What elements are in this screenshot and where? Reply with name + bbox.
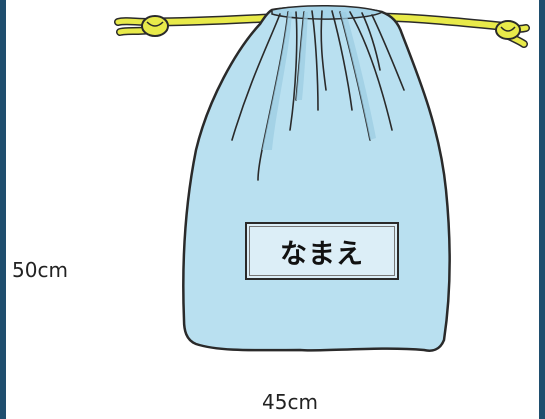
width-dimension-label: 45cm bbox=[262, 390, 318, 414]
name-tag-label: なまえ bbox=[245, 222, 399, 280]
bag-body bbox=[182, 4, 451, 352]
drawstring-cord-left bbox=[114, 13, 273, 37]
right-frame-border bbox=[539, 0, 545, 419]
height-dimension-label: 50cm bbox=[12, 258, 68, 282]
left-frame-border bbox=[0, 0, 6, 419]
